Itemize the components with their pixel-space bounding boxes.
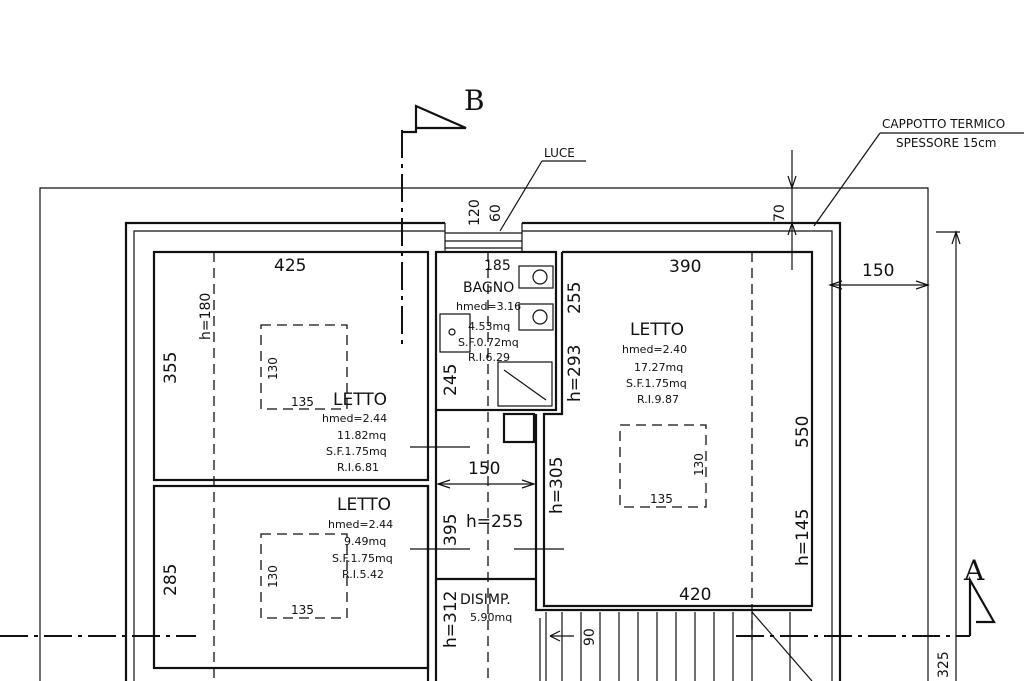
dim-325: 325 — [936, 651, 952, 678]
room-ri: R.I.9.87 — [637, 393, 679, 406]
opening-bl-width: 135 — [291, 603, 314, 617]
room-hmed: hmed=2.44 — [322, 412, 387, 425]
dim-70: 70 — [772, 204, 788, 222]
room-sf: S.F.1.75mq — [626, 377, 687, 390]
dim-h305: h=305 — [547, 457, 567, 514]
room-ri: R.I.6.29 — [468, 351, 510, 364]
dim-h293: h=293 — [565, 345, 585, 402]
room-area: 9.49mq — [344, 535, 386, 548]
dim-h180: h=180 — [198, 293, 214, 340]
opening-tl-width: 135 — [291, 395, 314, 409]
opening-bl-height: 130 — [266, 565, 280, 588]
note-leaders — [499, 132, 1024, 232]
dim-150-mid: 150 — [468, 459, 500, 479]
exterior-walls — [124, 221, 842, 681]
room-name: LETTO — [630, 320, 684, 340]
note-cappotto: CAPPOTTO TERMICO — [882, 117, 1005, 131]
dim-90: 90 — [582, 628, 598, 646]
dim-420: 420 — [679, 585, 711, 605]
section-mark-a: A — [963, 554, 985, 587]
opening-r-width: 135 — [650, 492, 673, 506]
room-name: LETTO — [333, 390, 387, 410]
note-spessore: SPESSORE 15cm — [896, 136, 996, 150]
dim-255-bath: 255 — [565, 282, 585, 314]
room-area: 11.82mq — [337, 429, 386, 442]
dim-285: 285 — [161, 564, 181, 596]
outer-thermal-coat — [39, 187, 929, 681]
room-sf: S.F.1.75mq — [332, 552, 393, 565]
dim-390: 390 — [669, 257, 701, 277]
dim-355: 355 — [161, 352, 181, 384]
dimension-lines — [410, 150, 961, 681]
room-area: 5.90mq — [470, 611, 512, 624]
dim-120: 120 — [467, 199, 483, 226]
room-letto-bottom-left: LETTO hmed=2.44 9.49mq S.F.1.75mq R.I.5.… — [328, 495, 393, 581]
window-luce — [444, 223, 523, 252]
room-ri: R.I.6.81 — [337, 461, 379, 474]
note-luce: LUCE — [544, 146, 575, 160]
section-lines — [0, 104, 996, 637]
dim-185: 185 — [484, 258, 511, 274]
dim-60: 60 — [488, 204, 504, 222]
room-sf: S.F.1.75mq — [326, 445, 387, 458]
dim-425: 425 — [274, 256, 306, 276]
section-mark-b: B — [464, 84, 485, 117]
dim-h312: h=312 — [441, 591, 461, 648]
stair-arrow-head — [549, 630, 561, 637]
stair-arrow-head — [549, 635, 561, 642]
room-ri: R.I.5.42 — [342, 568, 384, 581]
room-area: 4.53mq — [468, 320, 510, 333]
dim-h145: h=145 — [793, 509, 813, 566]
room-letto-right: LETTO hmed=2.40 17.27mq S.F.1.75mq R.I.9… — [622, 320, 687, 406]
dim-395: 395 — [441, 514, 461, 546]
room-bagno: BAGNO hmed=3.16 4.53mq S.F.0.72mq R.I.6.… — [456, 280, 521, 364]
room-hmed: hmed=2.40 — [622, 343, 687, 356]
room-hmed: hmed=3.16 — [456, 300, 521, 313]
opening-tl-height: 130 — [266, 357, 280, 380]
room-hmed: hmed=2.44 — [328, 518, 393, 531]
room-name: BAGNO — [463, 280, 514, 296]
room-letto-top-left: LETTO hmed=2.44 11.82mq S.F.1.75mq R.I.6… — [322, 390, 387, 474]
roof-projection-lines — [213, 252, 753, 681]
dim-550: 550 — [793, 416, 813, 448]
room-name: LETTO — [337, 495, 391, 515]
opening-r-height: 130 — [692, 453, 706, 476]
dim-h255: h=255 — [466, 512, 523, 532]
bathroom-fixtures — [439, 265, 554, 407]
room-area: 17.27mq — [634, 361, 683, 374]
dim-150-top: 150 — [862, 261, 894, 281]
stair-diagonal — [751, 611, 813, 681]
room-name: DISIMP. — [460, 592, 511, 608]
room-walls — [152, 250, 814, 681]
room-sf: S.F.0.72mq — [458, 336, 519, 349]
room-disimp: DISIMP. 5.90mq — [460, 592, 512, 624]
dim-245: 245 — [441, 364, 461, 396]
